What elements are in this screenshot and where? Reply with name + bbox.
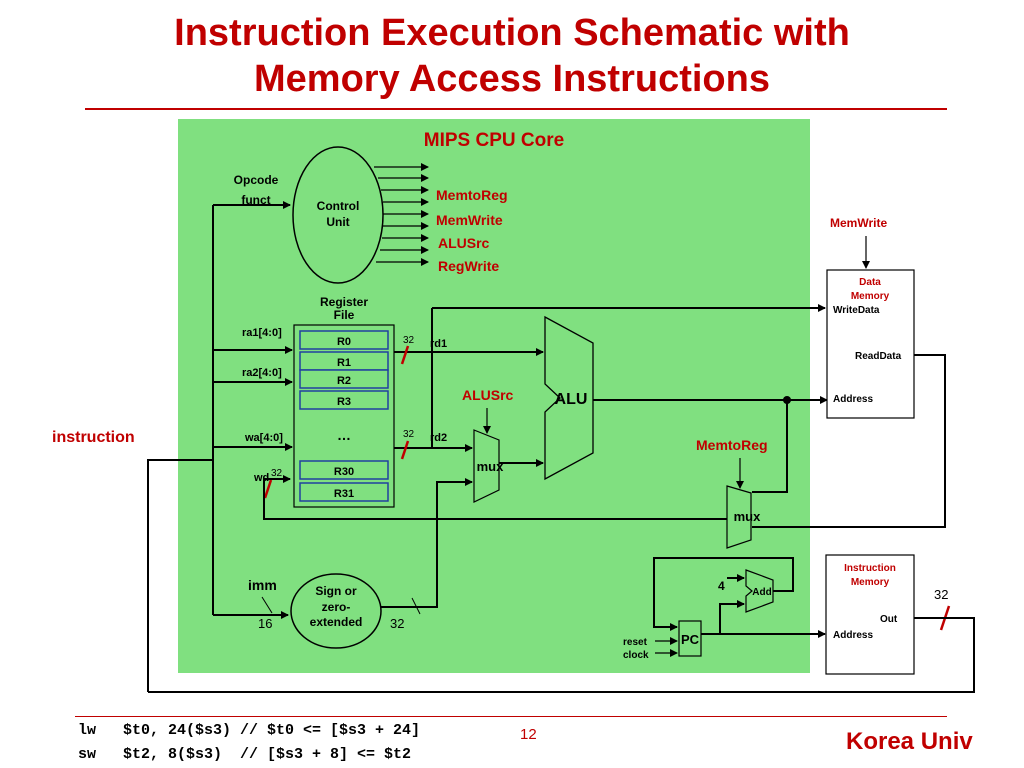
rd2-label: rd2: [430, 432, 447, 444]
cpu-core-title: MIPS CPU Core: [424, 130, 564, 151]
page-number: 12: [520, 726, 537, 743]
memwrite-label: MemWrite: [830, 216, 887, 230]
writeback-mux-label: mux: [734, 509, 762, 524]
register-r2-label: R2: [337, 375, 351, 387]
adder-constant: 4: [718, 579, 725, 593]
ra2-label: ra2[4:0]: [242, 367, 282, 379]
signal-memtoreg: MemtoReg: [436, 187, 508, 203]
register-r0-label: R0: [337, 336, 351, 348]
address-port: Address: [833, 394, 873, 405]
alu-mux-label: mux: [477, 459, 505, 474]
pc-label: PC: [681, 632, 700, 647]
writeback-mux: [726, 485, 752, 549]
footer-divider: [75, 716, 947, 717]
alusrc-label: ALUSrc: [462, 387, 514, 403]
pc-loop-wires: [653, 557, 826, 638]
register-r3-label: R3: [337, 396, 351, 408]
program-counter: [678, 620, 702, 657]
register-r30-label: R30: [334, 466, 354, 478]
instruction-label: instruction: [52, 429, 135, 446]
reset-label: reset: [623, 637, 648, 648]
opcode-label: Opcode: [234, 173, 279, 187]
alu-label: ALU: [555, 391, 588, 408]
sign-extend-unit: [290, 573, 382, 649]
sign-extend-label-1: Sign or: [315, 584, 357, 598]
slide-title-line1: Instruction Execution Schematic with: [174, 12, 850, 54]
instruction-memory-title-2: Memory: [851, 577, 890, 588]
register-r0: [299, 330, 389, 350]
instruction-feedback-wire: [148, 617, 975, 693]
register-file-title-1: Register: [320, 295, 368, 309]
code-line-sw: sw $t2, 8($s3) // [$s3 + 8] <= $t2: [78, 746, 412, 763]
register-r31-label: R31: [334, 488, 354, 500]
alu: [544, 315, 594, 481]
register-r3: [299, 390, 389, 410]
adder-label: Add: [752, 587, 771, 598]
rd1-width: 32: [403, 335, 415, 346]
instruction-out-port: Out: [880, 614, 898, 625]
sign-extend-label-2: zero-: [322, 600, 351, 614]
rd2-width: 32: [403, 429, 415, 440]
register-file-title-2: File: [334, 308, 355, 322]
instruction-address-port: Address: [833, 630, 873, 641]
imm-width: 16: [258, 616, 272, 631]
alu-input-mux: [473, 429, 500, 503]
signal-regwrite: RegWrite: [438, 258, 499, 274]
imm-label: imm: [248, 577, 277, 593]
control-unit-label-2: Unit: [326, 215, 349, 229]
code-line-lw: lw $t0, 24($s3) // $t0 <= [$s3 + 24]: [78, 722, 421, 739]
instruction-bus: [147, 201, 293, 692]
instruction-memory: [825, 554, 915, 675]
data-memory-title-1: Data: [859, 277, 881, 288]
register-r30: [299, 460, 389, 480]
register-ellipsis: …: [337, 427, 351, 443]
funct-label: funct: [241, 193, 270, 207]
register-r2: [299, 369, 389, 389]
wa-label: wa[4:0]: [244, 432, 283, 444]
data-memory-title-2: Memory: [851, 291, 890, 302]
brand-label: Korea Univ: [846, 728, 973, 755]
title-divider: [85, 108, 947, 110]
control-unit: [292, 146, 384, 284]
cpu-core-background: [178, 119, 810, 673]
write-data-port: WriteData: [833, 305, 880, 316]
data-memory: [826, 269, 915, 419]
memtoreg-label: MemtoReg: [696, 437, 768, 453]
slide-title-line2: Memory Access Instructions: [254, 58, 770, 100]
clock-label: clock: [623, 650, 649, 661]
instruction-width: 32: [934, 587, 948, 602]
pc-adder: [745, 569, 774, 613]
register-cells: [299, 330, 389, 502]
wd-width: 32: [271, 468, 283, 479]
wd-label: wd: [253, 472, 269, 484]
sign-extend-label-3: extended: [310, 615, 363, 629]
register-r31: [299, 482, 389, 502]
sign-extend-out-width: 32: [390, 616, 404, 631]
rd1-label: rd1: [430, 338, 447, 350]
alu-output-junction: [783, 396, 791, 404]
slide-title: Instruction Execution Schematic with Mem…: [0, 10, 1024, 102]
control-output-arrows: [374, 163, 429, 266]
writeback-wires: [263, 354, 946, 528]
control-unit-label-1: Control: [317, 199, 360, 213]
instruction-memory-title-1: Instruction: [844, 563, 896, 574]
signal-memwrite: MemWrite: [436, 212, 503, 228]
sign-extend-wires: [381, 478, 473, 608]
ra1-label: ra1[4:0]: [242, 327, 282, 339]
read-data-port: ReadData: [855, 351, 902, 362]
signal-alusrc: ALUSrc: [438, 235, 490, 251]
register-r1-label: R1: [337, 357, 351, 369]
sign-extend-slashes: [261, 596, 421, 615]
